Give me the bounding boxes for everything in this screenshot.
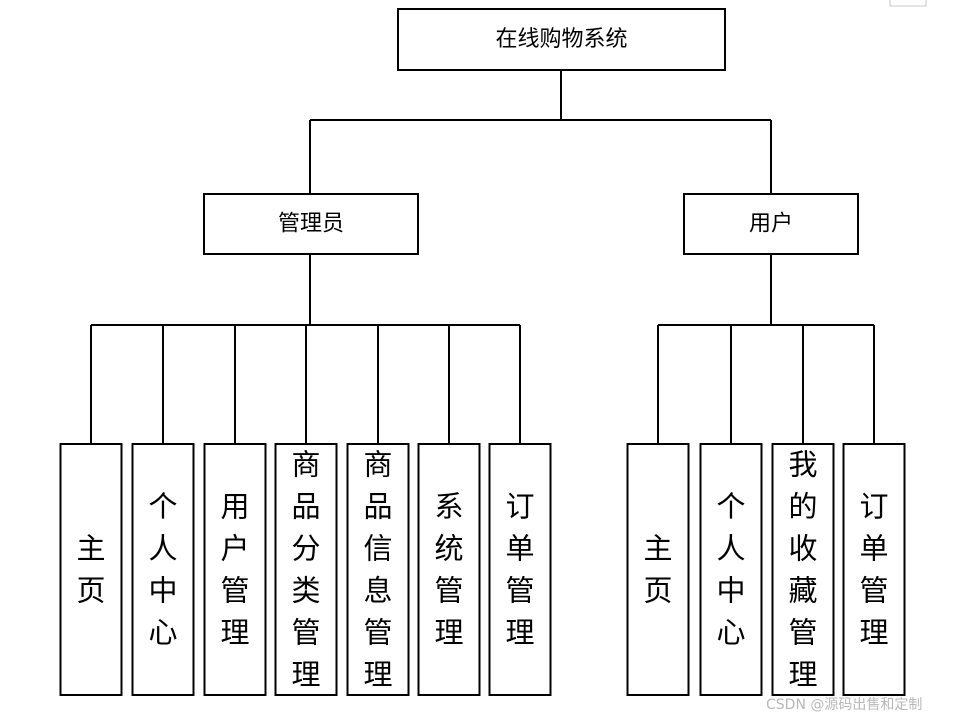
child-label-char: 主 bbox=[643, 532, 672, 566]
child-label-char: 个 bbox=[716, 490, 745, 524]
child-label: 用户管理 bbox=[220, 490, 249, 650]
child-label-char: 理 bbox=[291, 658, 320, 692]
branch-label: 用户 bbox=[749, 212, 793, 237]
branch-node-user-box bbox=[683, 193, 859, 255]
child-label: 主页 bbox=[76, 532, 105, 608]
child-label-char: 订 bbox=[505, 490, 534, 524]
connector-lines bbox=[90, 70, 875, 444]
child-label-char: 理 bbox=[220, 616, 249, 650]
child-label-char: 订 bbox=[859, 490, 888, 524]
branch-node-admin: 管理员 bbox=[203, 193, 419, 255]
child-node: 个人中心 bbox=[699, 443, 763, 696]
child-label-char: 品 bbox=[291, 490, 320, 524]
child-node-box bbox=[131, 443, 195, 696]
child-label-char: 商 bbox=[291, 448, 320, 482]
child-label-char: 类 bbox=[291, 574, 320, 608]
child-node: 我的收藏管理 bbox=[771, 443, 835, 696]
child-node: 订单管理 bbox=[842, 443, 906, 696]
child-node: 商品分类管理 bbox=[274, 443, 338, 696]
child-label-char: 用 bbox=[220, 490, 249, 524]
child-label-char: 商 bbox=[363, 448, 392, 482]
child-label: 个人中心 bbox=[148, 490, 177, 650]
child-label-char: 品 bbox=[363, 490, 392, 524]
child-label-char: 我 bbox=[788, 448, 817, 482]
corner-box bbox=[889, 0, 927, 7]
child-node: 个人中心 bbox=[131, 443, 195, 696]
child-label-char: 统 bbox=[434, 532, 463, 566]
child-label-char: 心 bbox=[148, 616, 177, 650]
child-node: 商品信息管理 bbox=[346, 443, 410, 696]
diagram-nodes: 在线购物系统管理员主页个人中心用户管理商品分类管理商品信息管理系统管理订单管理用… bbox=[59, 8, 906, 696]
child-label-char: 管 bbox=[859, 574, 888, 608]
child-label-char: 人 bbox=[716, 532, 745, 566]
branch-label: 管理员 bbox=[278, 212, 344, 237]
child-label-char: 单 bbox=[859, 532, 888, 566]
child-label: 商品信息管理 bbox=[363, 448, 392, 692]
child-node-box bbox=[699, 443, 763, 696]
child-node-box bbox=[488, 443, 552, 696]
child-label-char: 理 bbox=[434, 616, 463, 650]
child-node-box bbox=[417, 443, 481, 696]
child-label-char: 藏 bbox=[788, 574, 817, 608]
child-label-char: 管 bbox=[363, 616, 392, 650]
child-node-box bbox=[346, 443, 410, 696]
child-label-char: 管 bbox=[291, 616, 320, 650]
child-label-char: 户 bbox=[220, 532, 249, 566]
child-label: 个人中心 bbox=[716, 490, 745, 650]
child-label-char: 管 bbox=[220, 574, 249, 608]
child-label-char: 息 bbox=[363, 574, 392, 608]
branch-node-user: 用户 bbox=[683, 193, 859, 255]
child-node: 用户管理 bbox=[203, 443, 267, 696]
root-node: 在线购物系统 bbox=[397, 8, 726, 71]
child-label-char: 单 bbox=[505, 532, 534, 566]
child-label-char: 管 bbox=[788, 616, 817, 650]
child-node: 系统管理 bbox=[417, 443, 481, 696]
child-node: 订单管理 bbox=[488, 443, 552, 696]
child-label-char: 信 bbox=[363, 532, 392, 566]
child-node-box bbox=[274, 443, 338, 696]
child-node-box bbox=[626, 443, 690, 696]
child-label-char: 管 bbox=[505, 574, 534, 608]
child-node: 主页 bbox=[626, 443, 690, 696]
child-label-char: 主 bbox=[76, 532, 105, 566]
watermark-text: CSDN @源码出售和定制 bbox=[766, 697, 922, 713]
child-label: 系统管理 bbox=[434, 490, 463, 650]
child-label-char: 个 bbox=[148, 490, 177, 524]
child-label-char: 理 bbox=[363, 658, 392, 692]
child-node: 主页 bbox=[59, 443, 123, 696]
child-label: 主页 bbox=[643, 532, 672, 608]
child-label-char: 管 bbox=[434, 574, 463, 608]
child-node-box bbox=[59, 443, 123, 696]
child-label: 商品分类管理 bbox=[291, 448, 320, 692]
child-label-char: 中 bbox=[716, 574, 745, 608]
child-label-char: 理 bbox=[859, 616, 888, 650]
child-label-char: 系 bbox=[434, 490, 463, 524]
child-label-char: 人 bbox=[148, 532, 177, 566]
child-label: 订单管理 bbox=[859, 490, 888, 650]
child-label: 订单管理 bbox=[505, 490, 534, 650]
child-node-box bbox=[203, 443, 267, 696]
child-node-box bbox=[771, 443, 835, 696]
child-label-char: 理 bbox=[505, 616, 534, 650]
child-label-char: 收 bbox=[788, 532, 817, 566]
root-node-box bbox=[397, 8, 726, 71]
child-label-char: 页 bbox=[643, 574, 672, 608]
child-label-char: 中 bbox=[148, 574, 177, 608]
branch-node-admin-box bbox=[203, 193, 419, 255]
child-label-char: 页 bbox=[76, 574, 105, 608]
child-node-box bbox=[842, 443, 906, 696]
root-label: 在线购物系统 bbox=[495, 27, 627, 52]
child-label-char: 的 bbox=[788, 490, 817, 524]
child-label-char: 心 bbox=[716, 616, 745, 650]
child-label: 我的收藏管理 bbox=[788, 448, 817, 692]
child-label-char: 分 bbox=[291, 532, 320, 566]
child-label-char: 理 bbox=[788, 658, 817, 692]
